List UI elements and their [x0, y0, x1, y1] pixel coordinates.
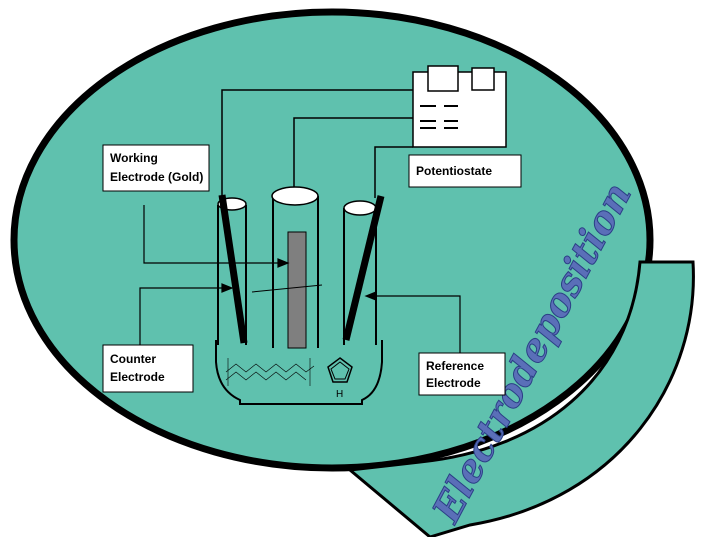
curved-arrow-shape: [346, 260, 695, 537]
reference-electrode-bar: [342, 195, 385, 341]
svg-text:Potentiostate: Potentiostate: [416, 164, 492, 178]
svg-text:Electrode: Electrode: [426, 376, 481, 390]
counter-electrode-label: Counter Electrode: [102, 344, 194, 393]
counter-electrode-rod: [287, 231, 307, 349]
liquid-level-line: [251, 284, 323, 293]
svg-text:Reference: Reference: [426, 359, 484, 373]
svg-text:Working: Working: [110, 151, 158, 165]
connection-wires: [221, 89, 413, 200]
beaker: [215, 340, 383, 405]
working-electrode-bar: [218, 194, 248, 344]
label-arrows: [139, 205, 461, 353]
counter-electrode-tube: [271, 186, 319, 349]
polymer-chain: [225, 358, 315, 386]
reference-electrode-label: Reference Electrode: [418, 352, 506, 396]
svg-text:Electrode (Gold): Electrode (Gold): [110, 170, 203, 184]
pyrrole-icon: H: [327, 357, 353, 400]
background-ellipse: [10, 8, 654, 472]
svg-text:H: H: [336, 389, 343, 400]
svg-text:Electrode: Electrode: [110, 370, 165, 384]
potentiostat-device: [412, 65, 507, 148]
svg-text:Counter: Counter: [110, 352, 156, 366]
potentiostat-label: Potentiostate: [408, 154, 522, 188]
working-electrode-label: Working Electrode (Gold): [102, 144, 210, 192]
